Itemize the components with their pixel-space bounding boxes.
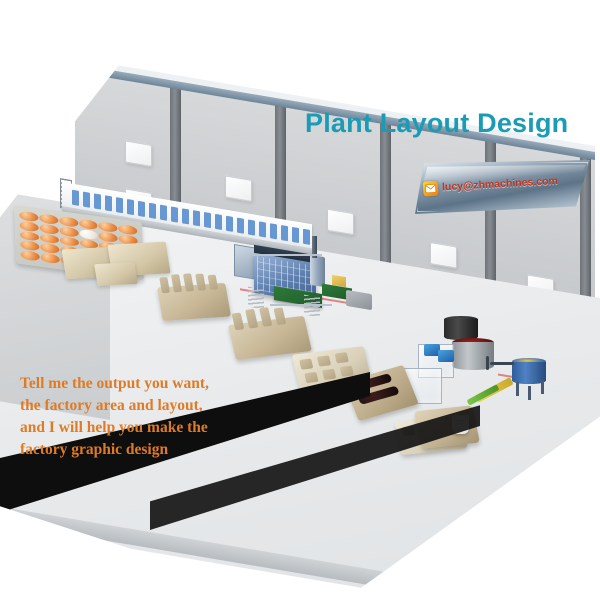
egg	[59, 225, 79, 238]
drying-line-panel	[204, 211, 211, 228]
egg	[58, 216, 78, 228]
envelope-icon	[422, 180, 439, 196]
tank-leg	[528, 386, 531, 400]
industrial-pulp-tray	[156, 273, 232, 322]
drying-line-panel	[105, 194, 112, 211]
machine-rail	[252, 254, 322, 256]
hydrapulper-tank	[444, 316, 478, 342]
egg	[78, 228, 99, 240]
contact-banner[interactable]: lucy@zhmachines.com	[415, 160, 590, 214]
drying-line-panel	[83, 191, 90, 208]
drying-line-panel	[226, 215, 233, 232]
egg	[38, 213, 59, 225]
machine-stair	[248, 286, 264, 310]
machine-rail	[270, 304, 332, 306]
page-title: Plant Layout Design	[305, 108, 569, 138]
wall-window	[225, 175, 252, 202]
drying-line-panel	[270, 222, 277, 239]
promo-text: Tell me the output you want, the factory…	[20, 373, 275, 461]
pump-unit	[438, 350, 454, 362]
promo-line: factory graphic design	[20, 441, 169, 458]
drying-line-panel	[116, 196, 123, 213]
pulp-molding-machine	[234, 236, 372, 318]
drying-line-panel	[248, 218, 255, 236]
wall-window	[125, 140, 152, 168]
drying-line-panel	[281, 224, 288, 241]
drying-line-panel	[138, 200, 145, 217]
egg	[39, 233, 59, 245]
machine-stair	[304, 294, 320, 318]
promo-line: Tell me the output you want,	[20, 375, 209, 392]
contact-email[interactable]: lucy@zhmachines.com	[441, 174, 559, 194]
egg	[78, 218, 98, 231]
drying-line-panel	[171, 205, 178, 223]
drying-line-panel	[160, 204, 167, 221]
pump-unit	[424, 344, 440, 356]
promo-line: and I will help you make the	[20, 419, 208, 436]
drying-line-panel	[182, 207, 189, 224]
egg	[19, 220, 39, 232]
egg	[98, 221, 118, 233]
pipe	[490, 362, 514, 365]
drying-line-panel	[237, 217, 244, 234]
drying-line-panel	[149, 202, 156, 219]
banner-content: lucy@zhmachines.com	[422, 170, 585, 199]
tank-wall	[512, 361, 546, 385]
tank-wall	[444, 319, 478, 341]
drying-line-panel	[72, 189, 79, 206]
promo-line: the factory area and layout,	[20, 397, 203, 414]
drying-line-panel	[259, 220, 266, 238]
tank-leg	[516, 382, 519, 396]
egg	[20, 240, 40, 252]
egg	[19, 230, 39, 242]
egg-carton	[94, 262, 138, 286]
wall-window	[430, 242, 457, 269]
egg	[40, 252, 60, 265]
scene-fade-top	[0, 0, 600, 60]
drying-line-panel	[193, 209, 200, 226]
drying-line-panel	[94, 192, 101, 210]
egg	[59, 235, 79, 248]
pipe	[486, 356, 489, 370]
egg	[20, 250, 40, 262]
exhaust-stack	[312, 236, 317, 258]
grey-hopper	[346, 289, 372, 311]
drying-line-panel	[127, 198, 134, 215]
egg	[19, 210, 39, 223]
egg	[98, 231, 118, 243]
egg	[39, 223, 59, 235]
tank-leg	[541, 380, 544, 394]
wall-window	[327, 208, 354, 236]
egg	[40, 242, 60, 255]
egg	[118, 223, 138, 236]
drying-line-panel	[215, 213, 222, 230]
yellow-unit	[332, 274, 346, 288]
machine-tank	[310, 254, 325, 288]
mixer-tank	[512, 358, 546, 386]
